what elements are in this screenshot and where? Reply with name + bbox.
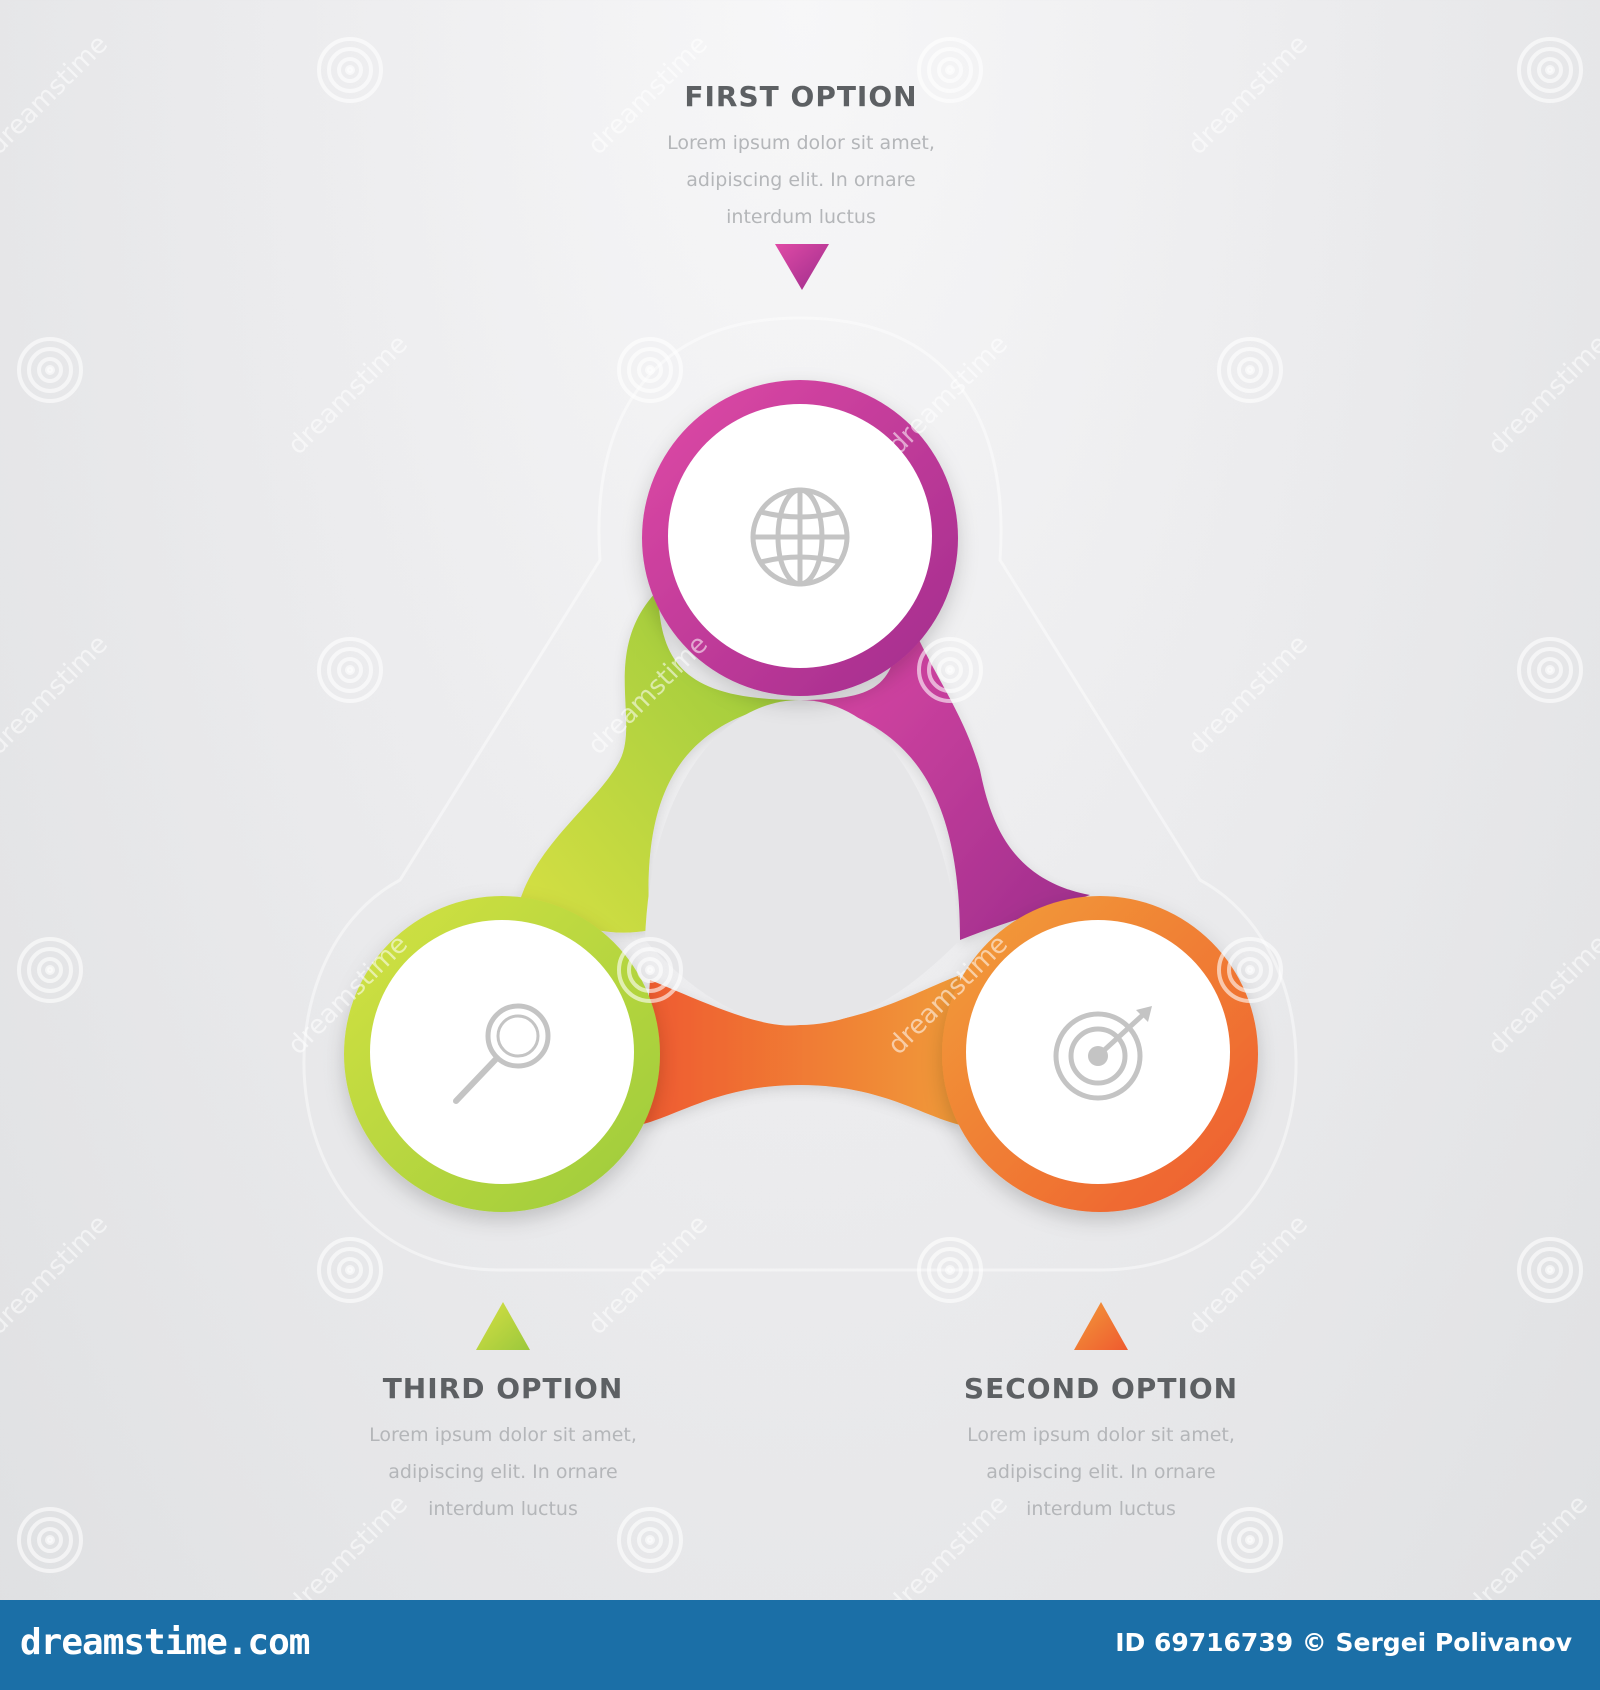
watermark-spiral-icon: [915, 635, 985, 705]
watermark-spiral-icon: [315, 635, 385, 705]
footer-bar: dreamstime.com ID 69716739 © Sergei Poli…: [0, 1600, 1600, 1690]
option-third: THIRD OPTION Lorem ipsum dolor sit amet,…: [313, 1372, 693, 1528]
target-icon: [1053, 1006, 1152, 1101]
node-third[interactable]: [344, 896, 660, 1212]
footer-credit: ID 69716739 © Sergei Polivanov: [1115, 1628, 1572, 1657]
option-second-description: Lorem ipsum dolor sit amet, adipiscing e…: [967, 1424, 1235, 1520]
connector-band-orange: [640, 975, 960, 1125]
option-second-title: SECOND OPTION: [963, 1372, 1239, 1405]
watermark-spiral-icon: [615, 1505, 685, 1575]
watermark-spiral-icon: [15, 935, 85, 1005]
watermark-spiral-icon: [615, 335, 685, 405]
footer-logo[interactable]: dreamstime.com: [20, 1622, 310, 1663]
watermark-spiral-icon: [15, 1505, 85, 1575]
watermark-spiral-icon: [1515, 635, 1585, 705]
watermark-spiral-icon: [15, 335, 85, 405]
watermark-spiral-icon: [315, 1235, 385, 1305]
connector-band-pink: [800, 590, 1090, 940]
option-first-description: Lorem ipsum dolor sit amet, adipiscing e…: [667, 132, 935, 228]
option-first-title: FIRST OPTION: [684, 80, 918, 113]
option-third-description: Lorem ipsum dolor sit amet, adipiscing e…: [369, 1424, 637, 1520]
node-third-face: [370, 920, 634, 1184]
option-first: FIRST OPTION Lorem ipsum dolor sit amet,…: [611, 80, 991, 236]
connector-band-green: [520, 590, 800, 933]
watermark-spiral-icon: [1215, 935, 1285, 1005]
watermark-spiral-icon: [915, 35, 985, 105]
watermark-spiral-icon: [1515, 35, 1585, 105]
magnifier-icon: [453, 1003, 551, 1104]
three-option-diagram: [302, 244, 1298, 1350]
marker-first-triangle: [775, 244, 829, 290]
watermark-spiral-icon: [1515, 1235, 1585, 1305]
watermark-spiral-icon: [315, 35, 385, 105]
marker-second-triangle: [1074, 1302, 1128, 1350]
marker-third-triangle: [476, 1302, 530, 1350]
globe-icon: [750, 487, 850, 587]
center-gap: [645, 700, 960, 1025]
option-second: SECOND OPTION Lorem ipsum dolor sit amet…: [911, 1372, 1291, 1528]
watermark-spiral-icon: [915, 1235, 985, 1305]
watermark-spiral-icon: [615, 935, 685, 1005]
watermark-spiral-icon: [1215, 335, 1285, 405]
option-third-title: THIRD OPTION: [382, 1372, 624, 1405]
watermark-spiral-icon: [1215, 1505, 1285, 1575]
background-halo: [302, 316, 1298, 1272]
